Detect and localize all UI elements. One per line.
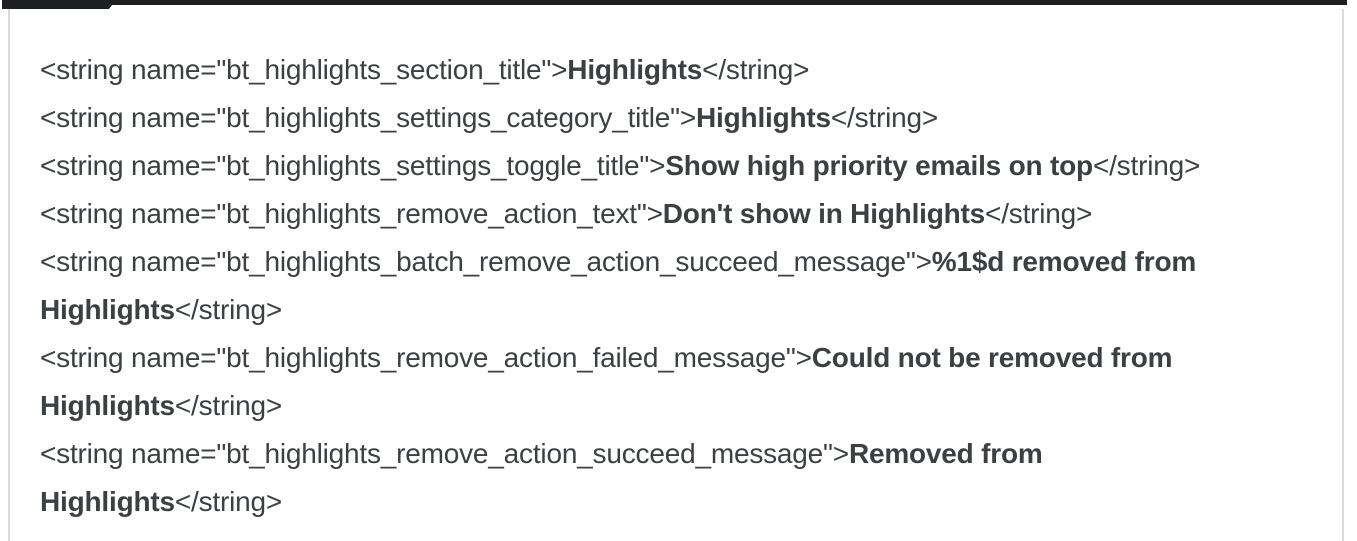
string-value-text: Highlights — [567, 54, 703, 85]
xml-markup-text: </string> — [174, 486, 283, 517]
string-value-text: %1$d removed from — [931, 246, 1197, 277]
string-value-text: Show high priority emails on top — [665, 150, 1093, 181]
string-value-text: Highlights — [40, 486, 175, 517]
code-line: Highlights</string> — [40, 286, 1342, 334]
content-right-border — [1342, 9, 1344, 541]
xml-markup-text: </string> — [174, 390, 283, 421]
xml-markup-text: </string> — [174, 294, 283, 325]
string-value-text: Highlights — [40, 294, 175, 325]
xml-markup-text: <string name="bt_highlights_remove_actio… — [40, 198, 663, 229]
code-line: <string name="bt_highlights_remove_actio… — [40, 430, 1342, 478]
content-left-border — [8, 9, 10, 541]
xml-markup-text: <string name="bt_highlights_remove_actio… — [40, 438, 849, 469]
xml-markup-text: <string name="bt_highlights_section_titl… — [40, 54, 568, 85]
code-line: Highlights</string> — [40, 382, 1342, 430]
code-line: <string name="bt_highlights_batch_remove… — [40, 238, 1342, 286]
top-bar — [2, 0, 1347, 5]
xml-markup-text: </string> — [1092, 150, 1201, 181]
xml-strings-content: <string name="bt_highlights_section_titl… — [10, 0, 1342, 541]
xml-markup-text: <string name="bt_highlights_batch_remove… — [40, 246, 932, 277]
top-bar-tab — [2, 0, 116, 9]
string-value-text: Highlights — [696, 102, 831, 133]
code-line: Highlights</string> — [40, 478, 1342, 526]
string-value-text: Could not be removed from — [811, 342, 1173, 373]
string-value-text: Highlights — [40, 390, 175, 421]
xml-markup-text: <string name="bt_highlights_remove_actio… — [40, 342, 812, 373]
string-value-text: Removed from — [848, 438, 1043, 469]
code-line: <string name="bt_highlights_remove_actio… — [40, 190, 1342, 238]
xml-markup-text: </string> — [985, 198, 1093, 229]
code-line: <string name="bt_highlights_settings_cat… — [40, 94, 1342, 142]
code-line: <string name="bt_highlights_section_titl… — [40, 46, 1342, 94]
xml-markup-text: <string name="bt_highlights_settings_tog… — [40, 150, 666, 181]
code-line: <string name="bt_highlights_remove_actio… — [40, 334, 1342, 382]
string-value-text: Don't show in Highlights — [662, 198, 986, 229]
xml-markup-text: </string> — [830, 102, 939, 133]
xml-markup-text: <string name="bt_highlights_settings_cat… — [40, 102, 697, 133]
xml-markup-text: </string> — [702, 54, 810, 85]
code-line: <string name="bt_highlights_settings_tog… — [40, 142, 1342, 190]
